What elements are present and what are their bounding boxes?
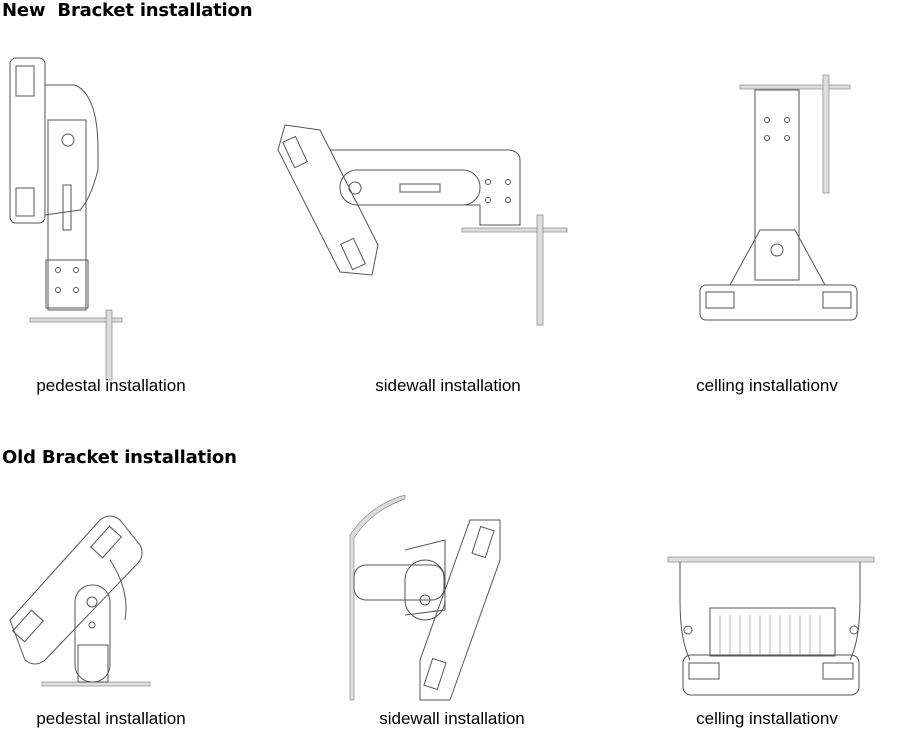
section-title-old: Old Bracket installation (2, 447, 237, 468)
old-pedestal-drawing (9, 515, 151, 687)
old-ceiling-drawing (667, 556, 875, 696)
caption-old-sidewall: sidewall installation (379, 709, 525, 728)
caption-new-pedestal: pedestal installation (36, 376, 186, 395)
new-pedestal-drawing (9, 57, 123, 381)
new-ceiling-drawing (699, 74, 858, 321)
caption-old-pedestal: pedestal installation (36, 709, 186, 728)
section-title-new: New Bracket installation (2, 0, 253, 21)
new-sidewall-drawing (277, 124, 568, 326)
caption-new-sidewall: sidewall installation (375, 376, 521, 395)
old-sidewall-drawing (349, 494, 501, 701)
caption-new-ceiling: celling installationv (696, 376, 838, 395)
caption-old-ceiling: celling installationv (696, 709, 838, 728)
